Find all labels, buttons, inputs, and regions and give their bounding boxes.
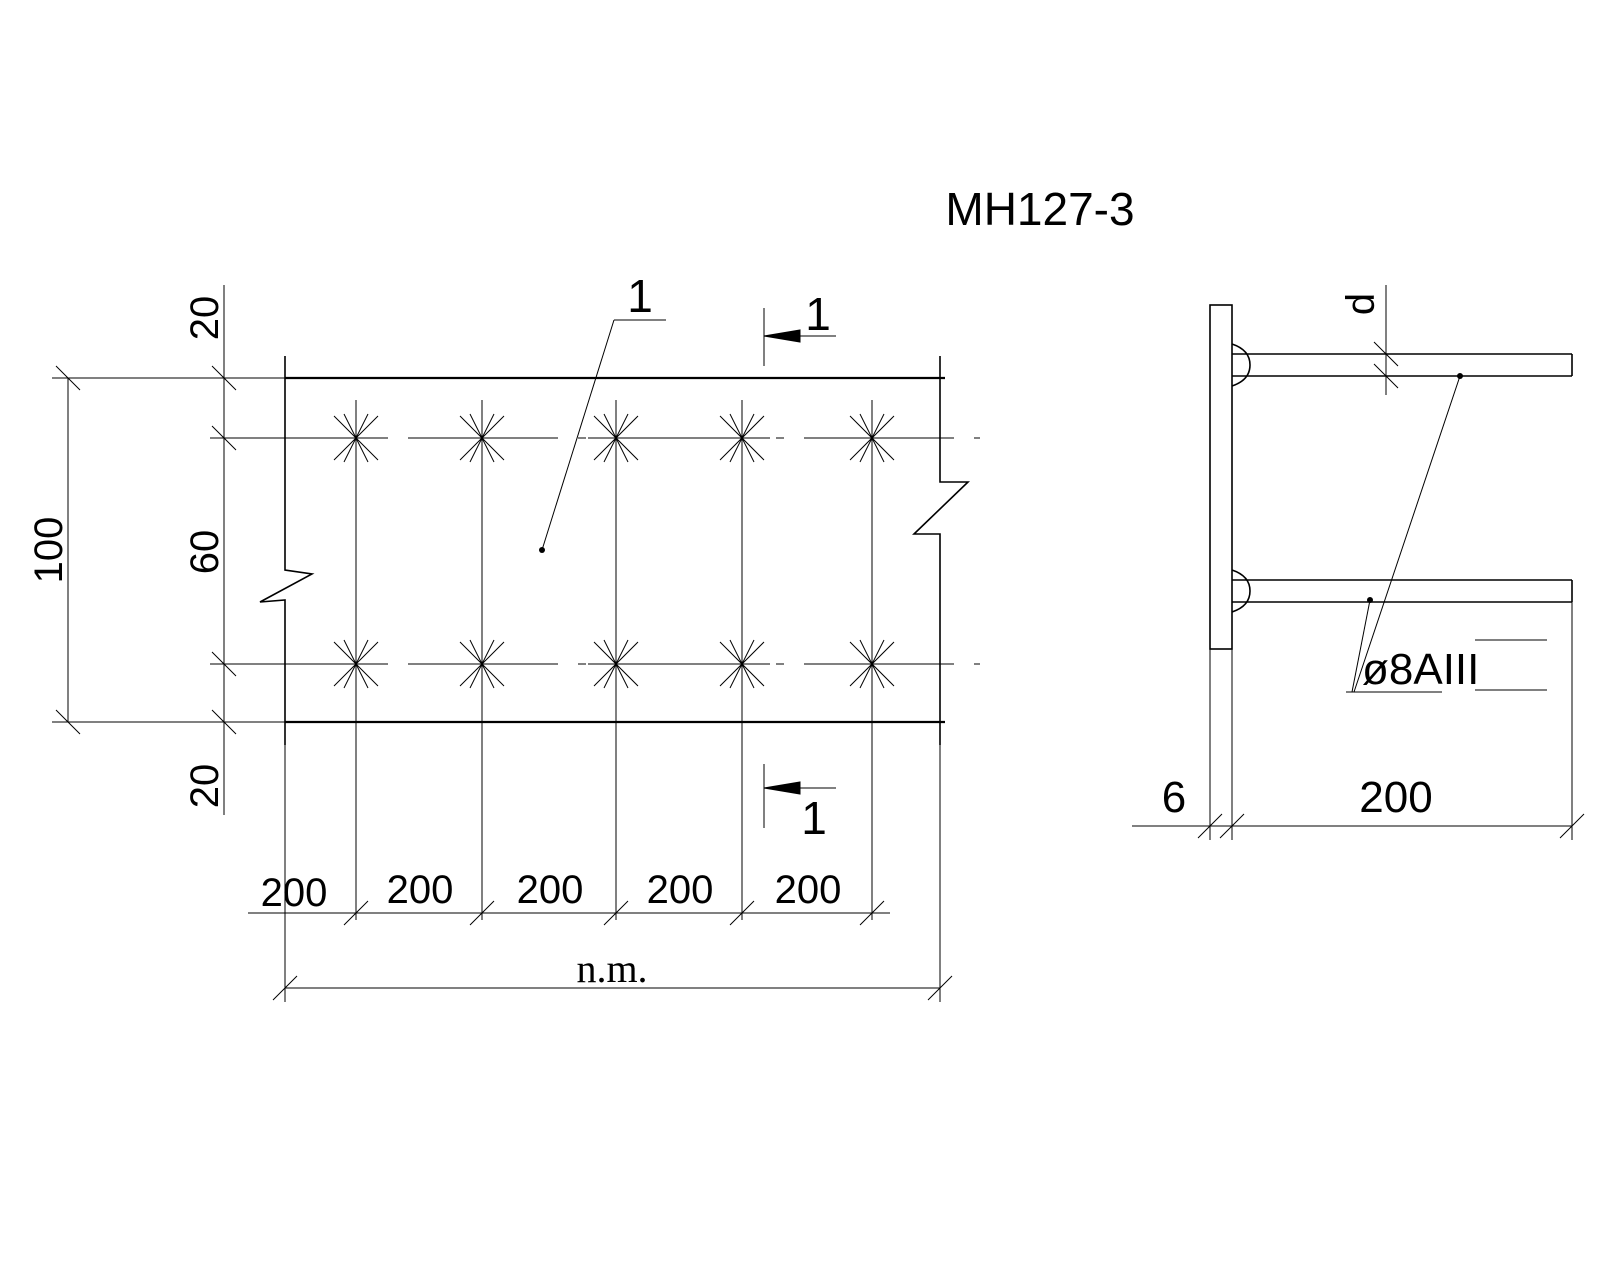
plan-view: 100 20 60 20 200 200 200 200 200 n.m. 1 — [27, 270, 980, 1002]
rebar-label: ø8AIII — [1362, 645, 1479, 694]
dim-bottom-edge: 20 — [183, 764, 227, 809]
stud-weld-symbol — [588, 410, 644, 466]
dim-stud-length: 200 — [1359, 773, 1432, 822]
rebar-leader-dot-lower — [1367, 597, 1373, 603]
vertical-dimensions — [52, 285, 285, 815]
dim-spacing-1: 200 — [261, 871, 328, 915]
dim-spacing-3: 200 — [517, 868, 584, 912]
dim-total-height: 100 — [27, 517, 71, 584]
dim-plate-thickness: 6 — [1162, 773, 1186, 822]
horizontal-dimensions — [248, 900, 953, 1001]
dim-spacing-4: 200 — [647, 868, 714, 912]
drawing-title: MH127-3 — [945, 183, 1134, 235]
rebar-leader — [1346, 375, 1461, 693]
stud-upper — [1231, 343, 1573, 387]
stud-weld-symbol — [454, 636, 510, 692]
stud-weld-symbol — [844, 410, 900, 466]
stud-weld-symbol — [454, 410, 510, 466]
rebar-leader-dot-upper — [1457, 373, 1463, 379]
section-mark-top — [763, 308, 836, 366]
position-leader-dot — [539, 547, 545, 553]
anchor-plate — [1209, 304, 1233, 650]
dim-spacing-5: 200 — [775, 868, 842, 912]
stud-column-lines — [284, 400, 941, 1002]
stud-weld-symbol — [328, 636, 384, 692]
section-mark-top-label: 1 — [805, 288, 831, 340]
dim-diameter-lines — [1373, 285, 1399, 395]
stud-weld-symbol — [714, 410, 770, 466]
position-label: 1 — [627, 270, 653, 322]
stud-weld-symbol — [714, 636, 770, 692]
dim-length: n.m. — [576, 946, 647, 991]
section-view: d ø8AIII 6 200 — [1132, 285, 1585, 840]
stud-weld-symbol — [588, 636, 644, 692]
section-mark-bottom — [763, 764, 836, 828]
stud-weld-symbol — [328, 410, 384, 466]
break-line-right — [912, 356, 970, 745]
section-mark-bottom-label: 1 — [801, 792, 827, 844]
dim-diameter: d — [1339, 293, 1383, 315]
dim-top-edge: 20 — [183, 296, 227, 341]
dim-spacing-2: 200 — [387, 868, 454, 912]
break-line-left — [259, 356, 315, 745]
stud-symbols — [328, 410, 900, 692]
stud-lower — [1231, 569, 1573, 613]
dim-stud-spacing: 60 — [183, 530, 227, 575]
position-leader — [541, 319, 666, 551]
section-dimensions — [1132, 602, 1585, 840]
stud-weld-symbol — [844, 636, 900, 692]
